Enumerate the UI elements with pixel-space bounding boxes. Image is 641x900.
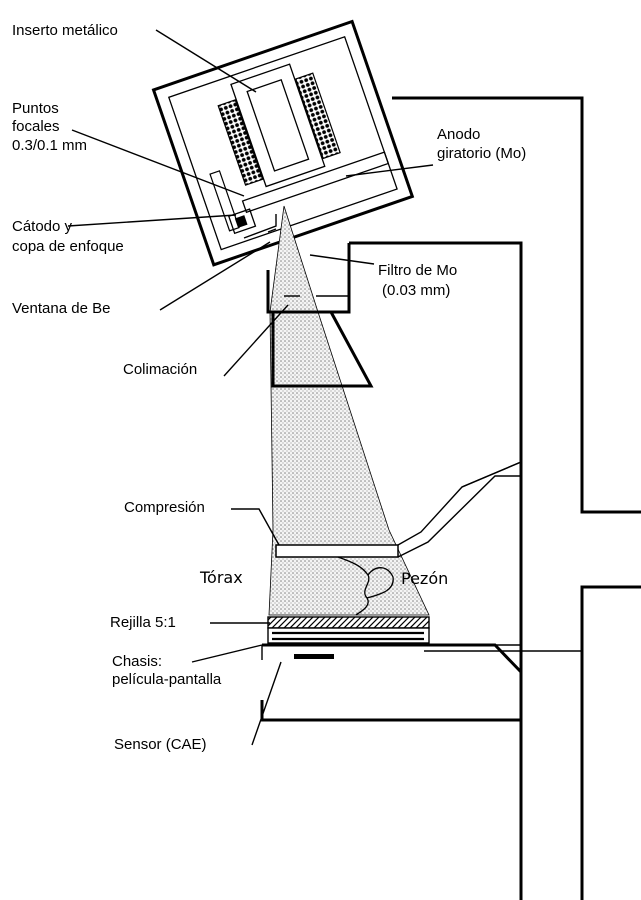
label-inserto-metalico: Inserto metálico [12,22,118,39]
collimator [271,311,374,388]
compression-paddle [275,461,522,558]
filter-housing [266,243,351,314]
label-rejilla: Rejilla 5:1 [110,614,176,631]
label-filtro-mo-1: Filtro de Mo [378,262,458,279]
label-anodo-giratorio-1: Anodo [437,126,481,143]
leader-lines [67,29,434,746]
label-filtro-mo-2: (0.03 mm) [382,282,451,299]
gantry-outline [349,96,641,900]
label-torax: Tórax [200,568,243,587]
label-puntos-focales-3: 0.3/0.1 mm [12,137,88,154]
label-compresion: Compresión [124,499,205,516]
tube-housing [151,19,415,267]
label-colimacion: Colimación [123,361,198,378]
breast-outline [337,556,370,616]
label-chasis-2: película-pantalla [112,671,222,688]
label-catodo-1: Cátodo y [12,218,73,235]
label-anodo-giratorio-2: giratorio (Mo) [437,145,527,162]
label-puntos-focales-1: Puntos [12,100,59,117]
label-puntos-focales-2: focales [12,118,60,135]
label-chasis-1: Chasis: [112,653,163,670]
label-ventana-be: Ventana de Be [12,300,111,317]
bucky-assembly [260,616,523,722]
xray-beam [268,205,430,616]
tube-port [243,214,277,239]
label-sensor-cae: Sensor (CAE) [114,736,207,753]
label-pezon: Pezón [401,569,449,588]
label-catodo-2: copa de enfoque [12,238,124,255]
nipple-outline [366,567,394,599]
